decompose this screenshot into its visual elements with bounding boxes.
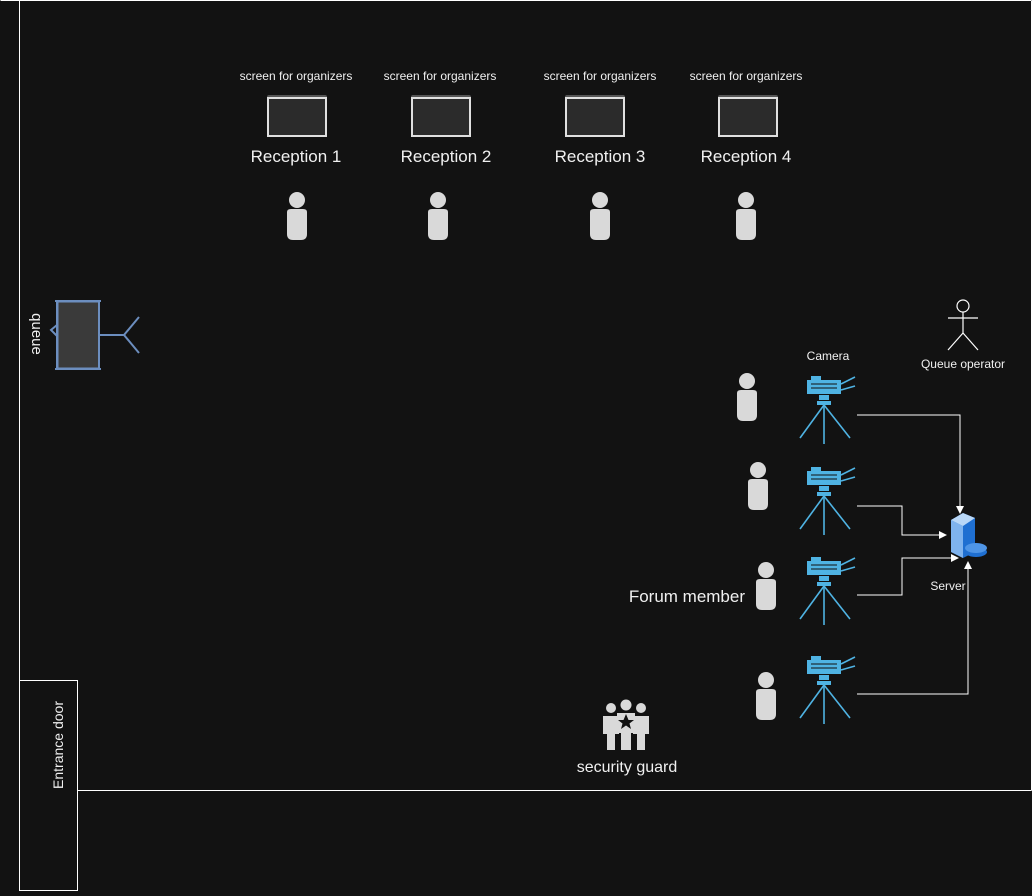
screen-label: screen for organizers: [384, 69, 497, 83]
reception-label: Reception 4: [701, 147, 792, 166]
person-icon: [737, 373, 757, 421]
camera-label: Camera: [807, 349, 850, 363]
room-walls: [0, 0, 1032, 791]
reception-label: Reception 3: [555, 147, 646, 166]
connector-camera-1: [857, 414, 964, 514]
reception-2: screen for organizers Reception 2: [384, 69, 497, 240]
stick-figure-icon: [947, 299, 979, 351]
forum-member-label: Forum member: [629, 587, 746, 606]
queue-area: queue: [28, 300, 140, 370]
security-guard-label: security guard: [577, 759, 678, 776]
person-icon: [748, 462, 768, 510]
server: Server: [930, 513, 987, 593]
monitor-icon: [564, 94, 626, 137]
queue-operator: Queue operator: [921, 299, 1005, 371]
server-label: Server: [930, 579, 965, 593]
monitor-icon: [717, 94, 779, 137]
screen-label: screen for organizers: [240, 69, 353, 83]
reception-1: screen for organizers Reception 1: [240, 69, 353, 240]
entrance-door: Entrance door: [19, 680, 78, 891]
person-icon: [287, 192, 307, 240]
monitor-icon: [266, 94, 328, 137]
reception-label: Reception 1: [251, 147, 342, 166]
camera-icon: [799, 556, 856, 626]
queue-operator-label: Queue operator: [921, 357, 1005, 371]
reception-label: Reception 2: [401, 147, 492, 166]
connector-camera-4: [857, 561, 972, 695]
person-icon: [756, 672, 776, 720]
reception-4: screen for organizers Reception 4: [690, 69, 803, 240]
screen-label: screen for organizers: [544, 69, 657, 83]
person-icon: [590, 192, 610, 240]
connector-camera-2: [857, 505, 947, 539]
queue-barrier-icon: [49, 300, 140, 370]
monitor-icon: [410, 94, 472, 137]
entrance-door-label: Entrance door: [50, 701, 66, 789]
person-icon: [756, 562, 776, 610]
queue-label: queue: [28, 313, 45, 355]
security-guard-icon: [603, 699, 649, 750]
reception-3: screen for organizers Reception 3: [544, 69, 657, 240]
connections: [857, 414, 972, 695]
person-icon: [428, 192, 448, 240]
camera-icon: [799, 655, 856, 725]
person-icon: [736, 192, 756, 240]
camera-icon: [799, 466, 856, 536]
screen-label: screen for organizers: [690, 69, 803, 83]
server-icon: [951, 513, 987, 558]
security-guard: security guard: [577, 699, 678, 776]
connector-camera-3: [857, 554, 959, 596]
camera-icon: [799, 375, 856, 445]
